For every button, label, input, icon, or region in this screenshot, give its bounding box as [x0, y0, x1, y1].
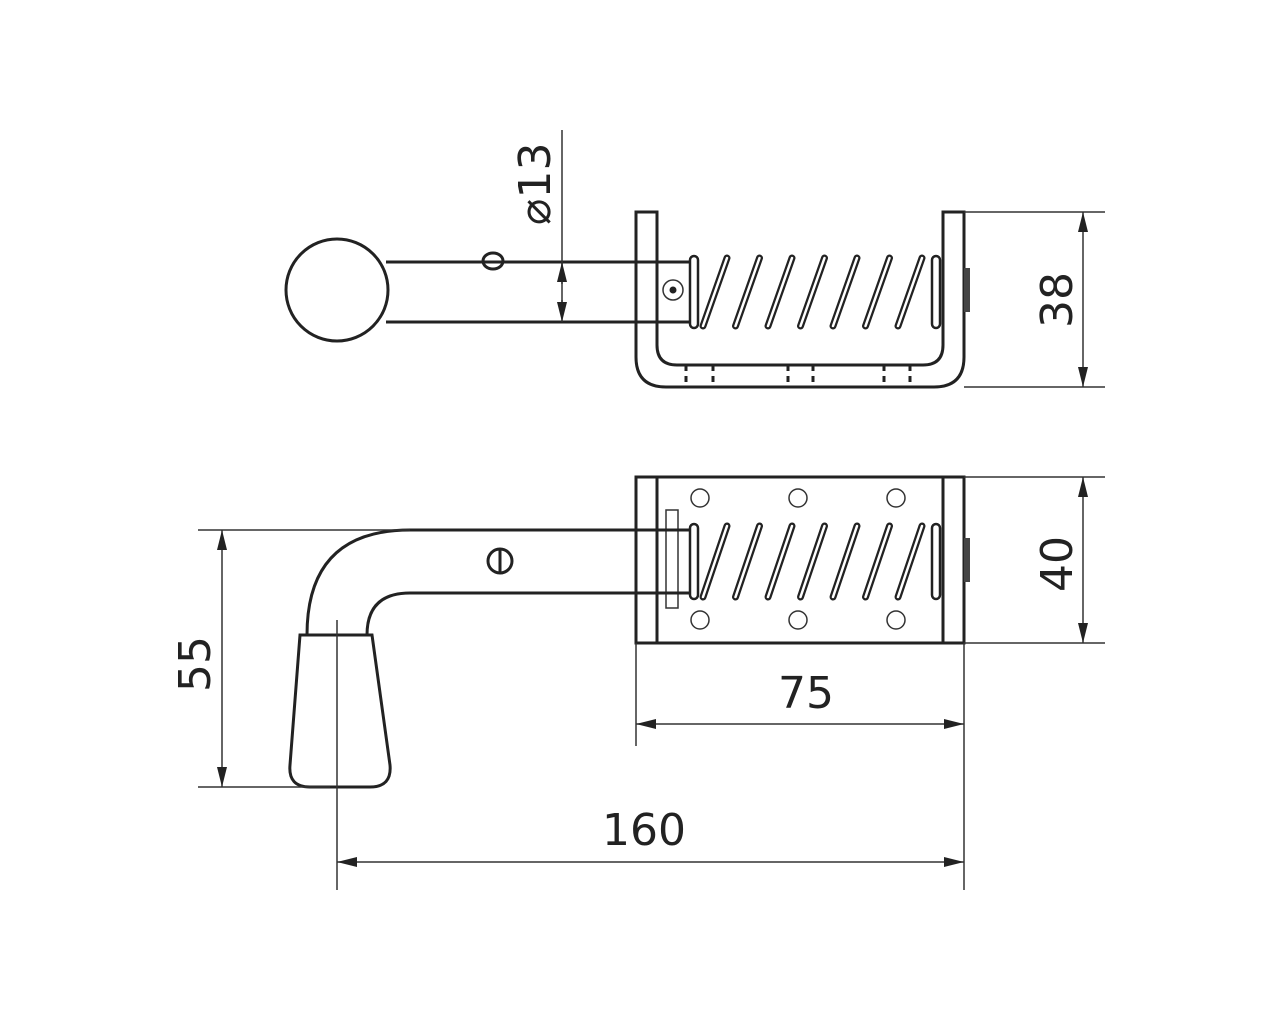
- end-cap: [964, 538, 970, 582]
- dim-160: 160: [602, 805, 686, 856]
- spring-end: [688, 522, 700, 601]
- grip: [288, 633, 392, 789]
- housing: [634, 475, 966, 645]
- spring: [688, 254, 942, 330]
- dim-55: 55: [170, 636, 221, 692]
- dim-75: 75: [778, 668, 834, 719]
- pin-hole: [481, 251, 505, 271]
- dim-38: 38: [1032, 272, 1083, 328]
- spring-end: [930, 522, 942, 601]
- spring-end: [930, 254, 942, 330]
- u-bracket: [634, 210, 966, 389]
- spring: [688, 522, 942, 601]
- knob: [284, 237, 390, 343]
- stop-washer: [665, 509, 679, 609]
- rivet: [662, 279, 684, 301]
- top-view: ⌀13 38: [284, 130, 1105, 389]
- handle-bar-outer: [305, 528, 690, 636]
- dim-pin-diameter: ⌀13: [510, 143, 561, 225]
- spring-end: [688, 254, 700, 330]
- end-cap: [964, 268, 970, 312]
- dim-40: 40: [1032, 536, 1083, 592]
- mounting-holes: [690, 488, 906, 630]
- handle-bar-inner: [365, 591, 690, 636]
- front-view: 55 40 75 160: [170, 475, 1105, 890]
